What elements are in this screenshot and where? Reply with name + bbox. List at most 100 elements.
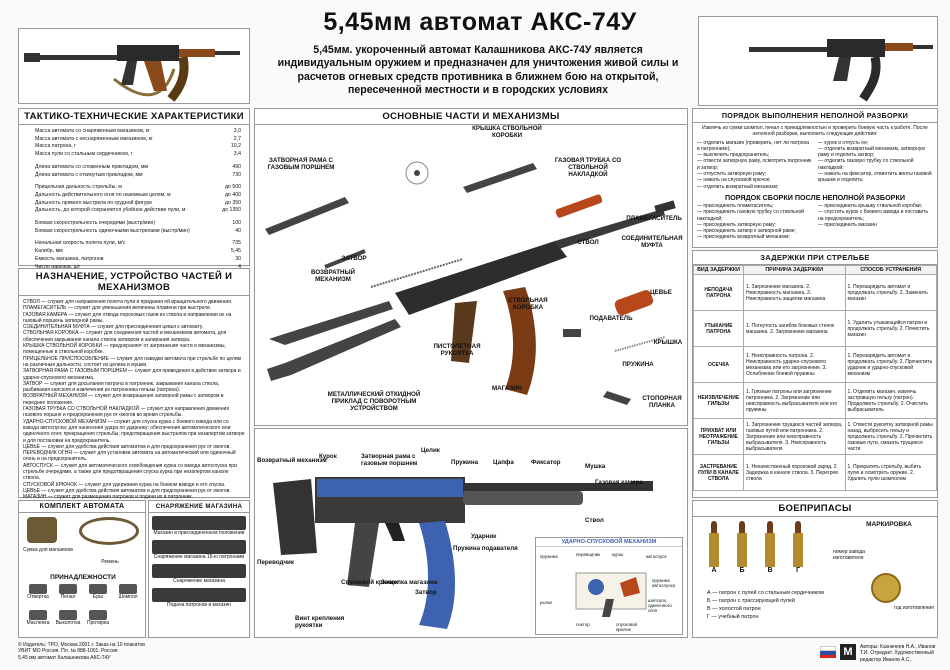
mag-step-label: Снаряжение магазина <box>173 578 225 584</box>
spec-label: Число нарезов, шт <box>35 263 81 270</box>
mag-step-image <box>152 516 246 530</box>
specs-table: Масса автомата со снаряженным магазином,… <box>19 125 249 279</box>
step-item: — курок и отпусть ее; <box>818 139 869 146</box>
purpose-line: СПУСКОВОЙ КРЮЧОК — служит для удержания … <box>23 481 226 488</box>
pouch-image <box>27 517 57 543</box>
cutaway-label: Возвратный механизм <box>257 457 327 464</box>
disassembly-col1: — отделить магазин (проверить, нет ли па… <box>697 140 812 190</box>
cutaway-label: Курок <box>319 453 337 460</box>
label-coupling: СОЕДИНИТЕЛЬНАЯ МУФТА <box>621 235 683 249</box>
step-item: — отделить возвратный механизм; <box>697 183 779 190</box>
accessory-label: Протирка <box>87 620 109 626</box>
cartridge: В <box>763 521 777 574</box>
accessory-label: Шомпол <box>118 594 138 600</box>
rifle-thumb-left <box>18 28 250 104</box>
poster-lead: 5,45мм. укороченный автомат Калашникова … <box>277 44 679 97</box>
specs-heading: ТАКТИКО-ТЕХНИЧЕСКИЕ ХАРАКТЕРИСТИКИ <box>19 109 249 125</box>
step-item: — нажать на спусковой крючок; <box>697 177 771 184</box>
step-item: — присоединить затворную раму; <box>697 221 776 228</box>
label-receiver: СТВОЛЬНАЯ КОРОБКА <box>508 297 548 311</box>
spec-label: Масса автомата с неснаряженным магазином… <box>35 135 153 142</box>
spec-value: 100 <box>232 220 241 227</box>
spec-value: до 1350 <box>222 207 241 214</box>
purpose-line: ЗАТВОР — служит для досылания патрона в … <box>23 380 220 394</box>
stoppage-cell: 1. Грязные патроны или загрязнение патро… <box>743 382 846 419</box>
purpose-line: ГАЗОВАЯ ТРУБКА СО СТВОЛЬНОЙ НАКЛАДКОЙ — … <box>23 406 230 419</box>
accessory-image <box>29 584 47 594</box>
purpose-panel: НАЗНАЧЕНИЕ, УСТРОЙСТВО ЧАСТЕЙ И МЕХАНИЗМ… <box>18 268 250 500</box>
accessory-item: Пенал <box>53 584 83 600</box>
cartridge-bullet <box>795 521 801 533</box>
stoppage-column-header: СПОСОБ УСТРАНЕНИЯ <box>844 265 937 275</box>
stoppage-cell: ЗАСТРЕВАНИЕ ПУЛИ В КАНАЛЕ СТВОЛА <box>693 454 744 491</box>
cutaway-label: Целик <box>421 447 440 454</box>
spec-label: Дальность прямого выстрела по грудной фи… <box>35 199 153 206</box>
stoppage-cell: 1. Отделить магазин, извлечь застрявшую … <box>844 382 937 419</box>
stoppage-cell: 1. Отвести рукоятку затворной рамы назад… <box>844 418 937 455</box>
spec-label: Масса патрона, г <box>35 143 77 150</box>
spec-row: Начальная скорость полета пули, м/с 735 <box>35 240 241 248</box>
cutaway-label: Газовая камера <box>595 479 643 486</box>
ammo-legend-item: В — холостой патрон <box>707 606 761 612</box>
accessory-item: Шомпол <box>113 584 143 600</box>
purpose-line: ПЕРЕВОДЧИК ОГНЯ — служит для установки а… <box>23 450 236 463</box>
step-item: — присоединить возвратный механизм; <box>697 234 790 241</box>
accessory-label: Отвертка <box>27 594 49 600</box>
mag-step: Подача патронов в магазин <box>152 588 246 608</box>
cartridge-bullet <box>767 521 773 533</box>
ammo-heading: БОЕПРИПАСЫ <box>693 501 937 517</box>
disassembly-steps: — отделить магазин (проверить, нет ли па… <box>693 140 937 190</box>
mag-step: Снаряжение магазина <box>152 564 246 584</box>
spec-row: Длина автомата со сложенным прикладом, м… <box>35 164 241 172</box>
cartridge-case <box>709 533 719 567</box>
mag-step-image <box>152 564 246 578</box>
label-flash: ПЛАМЕГАСИТЕЛЬ <box>626 215 682 222</box>
accessory-item: Масленка <box>23 610 53 626</box>
cutaway-label: Затворная рама с газовым поршнем <box>361 453 418 467</box>
spec-label: Начальная скорость полета пули, м/с <box>35 240 126 247</box>
spec-value: 2,7 <box>233 135 241 142</box>
cutaway-label: Ударник <box>471 533 497 540</box>
step-item: — присоединить затвор к затворной раме; <box>697 228 796 235</box>
label-cover: КРЫШКА СТВОЛЬНОЙ КОРОБКИ <box>472 125 542 139</box>
stoppage-cell: 1. Прекратить стрельбу, выбить пулю и ос… <box>844 454 937 491</box>
accessory-label: Ерш <box>92 594 104 600</box>
cartridge-letter: В <box>767 567 773 574</box>
stoppage-cell: 1. Загрязнение трущихся частей затвора, … <box>743 418 846 455</box>
step-item: — присоединить газовую трубку со ствольн… <box>697 209 805 222</box>
assembly-steps: — присоединить пламегаситель;— присоедин… <box>693 203 937 241</box>
disassembly-intro: Извлечь из сумки шомпол, пенал с принадл… <box>702 125 928 138</box>
purpose-line: СОЕДИНИТЕЛЬНАЯ МУФТА — служит для присое… <box>23 324 204 331</box>
stoppage-column-header: ВИД ЗАДЕРЖКИ <box>693 265 744 275</box>
accessory-image <box>89 610 107 620</box>
rifle-thumb-right <box>698 16 938 106</box>
trigger-label: сектор <box>576 622 590 627</box>
label-spring: ПРУЖИНА <box>622 361 654 368</box>
specs-panel: ТАКТИКО-ТЕХНИЧЕСКИЕ ХАРАКТЕРИСТИКИ Масса… <box>18 108 250 277</box>
kit-panel: КОМПЛЕКТ АВТОМАТА Сумка для магазинов Ре… <box>18 500 146 638</box>
stoppage-cell: 1. Перезарядить автомат и продолжать стр… <box>844 274 937 311</box>
publisher-logo: М <box>840 644 856 660</box>
stoppage-cell: НЕПОДАЧА ПАТРОНА <box>693 274 744 311</box>
trigger-label: пружина <box>540 554 558 559</box>
ammo-legend-item: А — патрон с пулей со стальным сердечник… <box>707 590 824 596</box>
spec-value: 735 <box>232 240 241 247</box>
rifle-thumb-right-drawing <box>749 39 933 102</box>
label-handguard: ЦЕВЬЕ <box>650 289 672 296</box>
footer-right: Авторы: Казначеев Н.А., Иванов Т.И. Отре… <box>860 644 936 663</box>
label-gastube: ГАЗОВАЯ ТРУБКА СО СТВОЛЬНОЙ НАКЛАДКОЙ <box>554 157 622 178</box>
cutaway-drawing <box>273 477 653 629</box>
label-carrier: ЗАТВОРНАЯ РАМА С ГАЗОВЫМ ПОРШНЕМ <box>267 157 335 171</box>
accessory-label: Выколотка <box>55 620 81 626</box>
purpose-heading: НАЗНАЧЕНИЕ, УСТРОЙСТВО ЧАСТЕЙ И МЕХАНИЗМ… <box>19 269 249 296</box>
